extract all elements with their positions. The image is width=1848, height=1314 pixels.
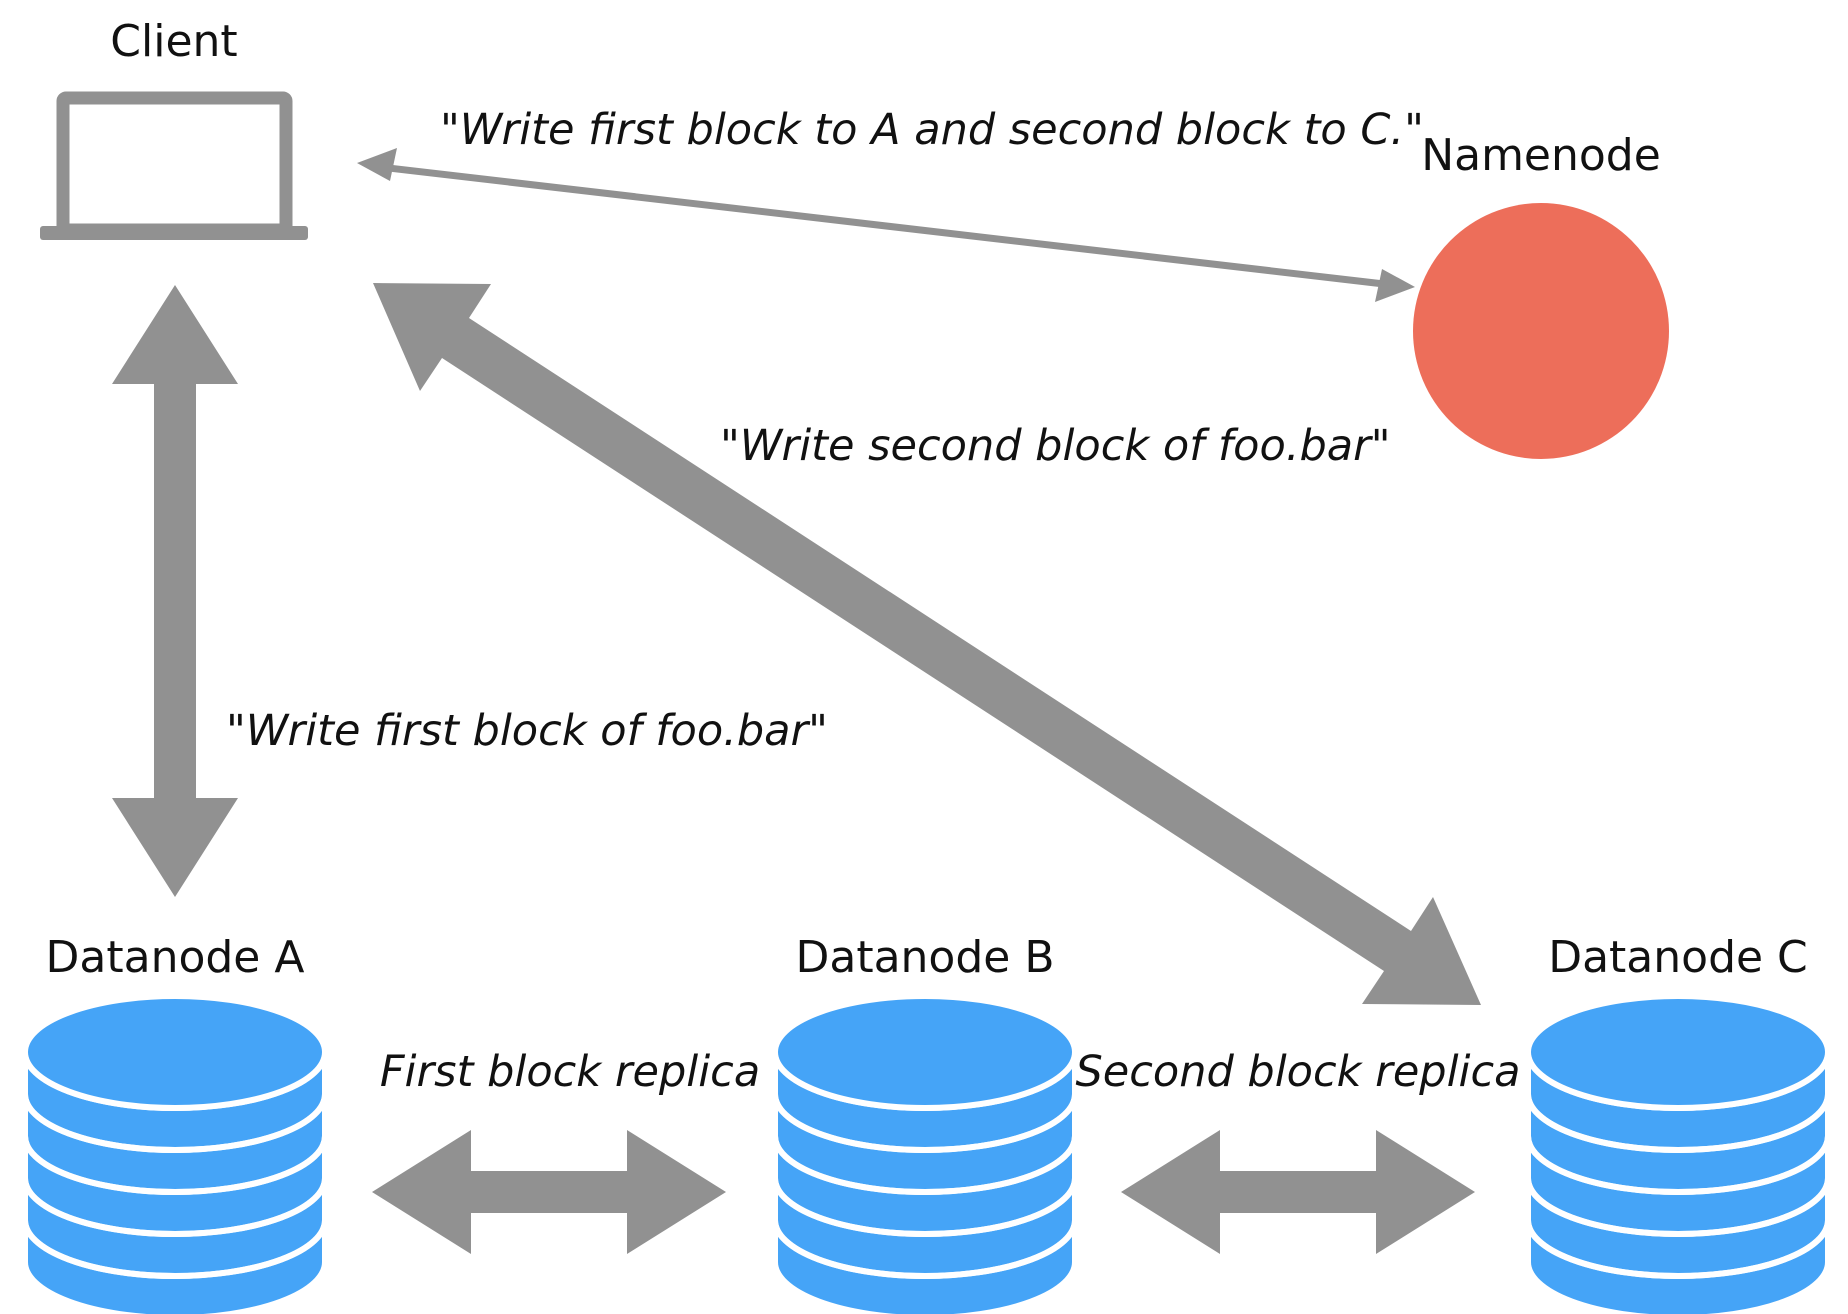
database-top	[772, 993, 1078, 1111]
a-b-replica-arrow	[372, 1130, 726, 1254]
database-top	[22, 993, 328, 1111]
database-disk-separator	[772, 1177, 1078, 1237]
datanode-b-label: Datanode B	[795, 932, 1054, 983]
b-c-replica-arrow	[1121, 1130, 1475, 1254]
client-datanode-a-arrow	[112, 285, 238, 897]
database-disk-separator	[1525, 1177, 1831, 1237]
database-disk-separator	[1525, 1135, 1831, 1195]
a-b-replica-label: First block replica	[380, 1047, 760, 1097]
database-disk-separator	[22, 1177, 328, 1237]
datanode-a-database-icon	[22, 993, 328, 1314]
client-label: Client	[110, 16, 237, 67]
database-disk-separator	[22, 1093, 328, 1153]
client-namenode-message: "Write first block to A and second block…	[440, 105, 1424, 155]
datanode-c-database-icon	[1525, 993, 1831, 1314]
b-c-replica-label: Second block replica	[1076, 1047, 1521, 1097]
client-datanode-c-message: "Write second block of foo.bar"	[720, 421, 1391, 471]
database-disk-separator	[772, 1219, 1078, 1279]
client-datanode-c-arrow	[373, 283, 1481, 1005]
client-datanode-a-message: "Write first block of foo.bar"	[226, 706, 828, 756]
client-namenode-arrow	[357, 148, 1415, 302]
datanode-b-database-icon	[772, 993, 1078, 1314]
namenode-label: Namenode	[1421, 130, 1661, 181]
database-disk-separator	[1525, 1219, 1831, 1279]
database-disk-separator	[1525, 1093, 1831, 1153]
database-disk-separator	[772, 1135, 1078, 1195]
database-disk-separator	[772, 1093, 1078, 1153]
database-disk-separator	[22, 1219, 328, 1279]
datanode-c-label: Datanode C	[1548, 932, 1808, 983]
datanode-a-label: Datanode A	[46, 932, 305, 983]
database-disk-separator	[22, 1135, 328, 1195]
namenode-circle-icon	[1413, 203, 1669, 459]
laptop-icon	[40, 91, 308, 240]
database-top	[1525, 993, 1831, 1111]
